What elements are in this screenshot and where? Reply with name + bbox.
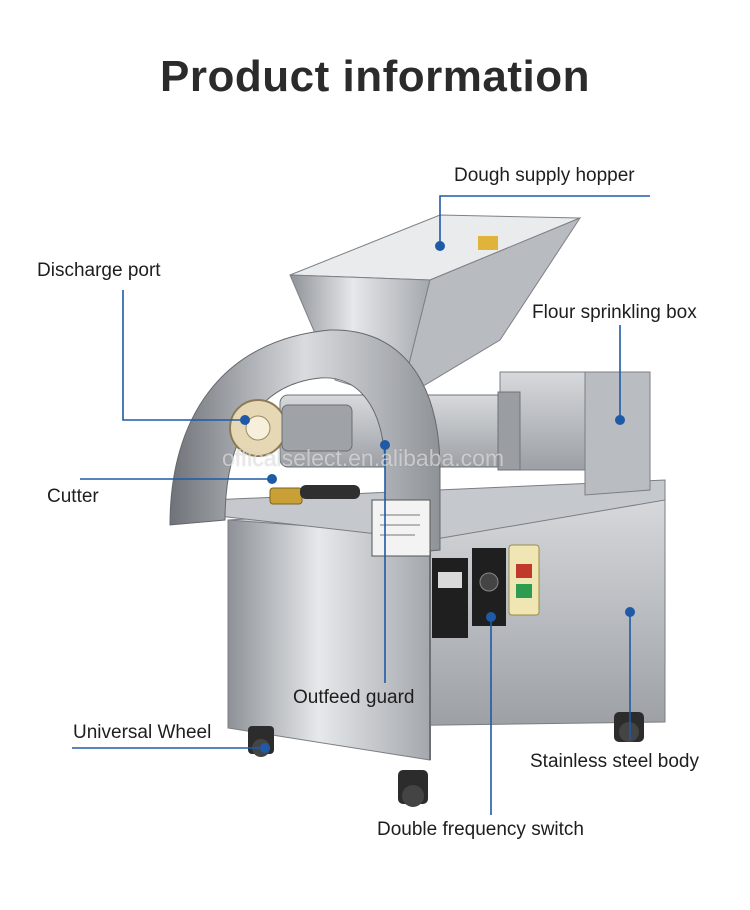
body-dot (625, 607, 635, 617)
outfeed-guard-shape (169, 329, 441, 557)
label-outfeed-guard: Outfeed guard (293, 687, 415, 708)
label-flour-sprinkling-box: Flour sprinkling box (532, 302, 697, 323)
hopper-dot (435, 241, 445, 251)
label-double-frequency-switch: Double frequency switch (377, 819, 584, 840)
page-title: Product information (160, 52, 590, 101)
discharge-dot (240, 415, 250, 425)
label-stainless-steel-body: Stainless steel body (530, 751, 699, 772)
label-discharge-port: Discharge port (37, 260, 161, 281)
discharge-leader (122, 290, 245, 421)
wheel-dot (260, 743, 270, 753)
label-dough-supply-hopper: Dough supply hopper (454, 165, 635, 186)
discharge-port-shape (229, 399, 353, 457)
callout-dots (240, 241, 635, 753)
hopper-leader (439, 195, 650, 246)
watermark: officalselect.en.alibaba.com (222, 445, 505, 471)
flour-sprinkling-box-shape (499, 371, 651, 496)
flour-box-dot (615, 415, 625, 425)
callout-leader-lines (72, 195, 650, 815)
label-universal-wheel: Universal Wheel (73, 722, 212, 743)
cutter-dot (267, 474, 277, 484)
cutter-shape (269, 485, 360, 505)
outfeed-guard-dot (380, 440, 390, 450)
switch-dot (486, 612, 496, 622)
label-cutter: Cutter (47, 486, 99, 507)
